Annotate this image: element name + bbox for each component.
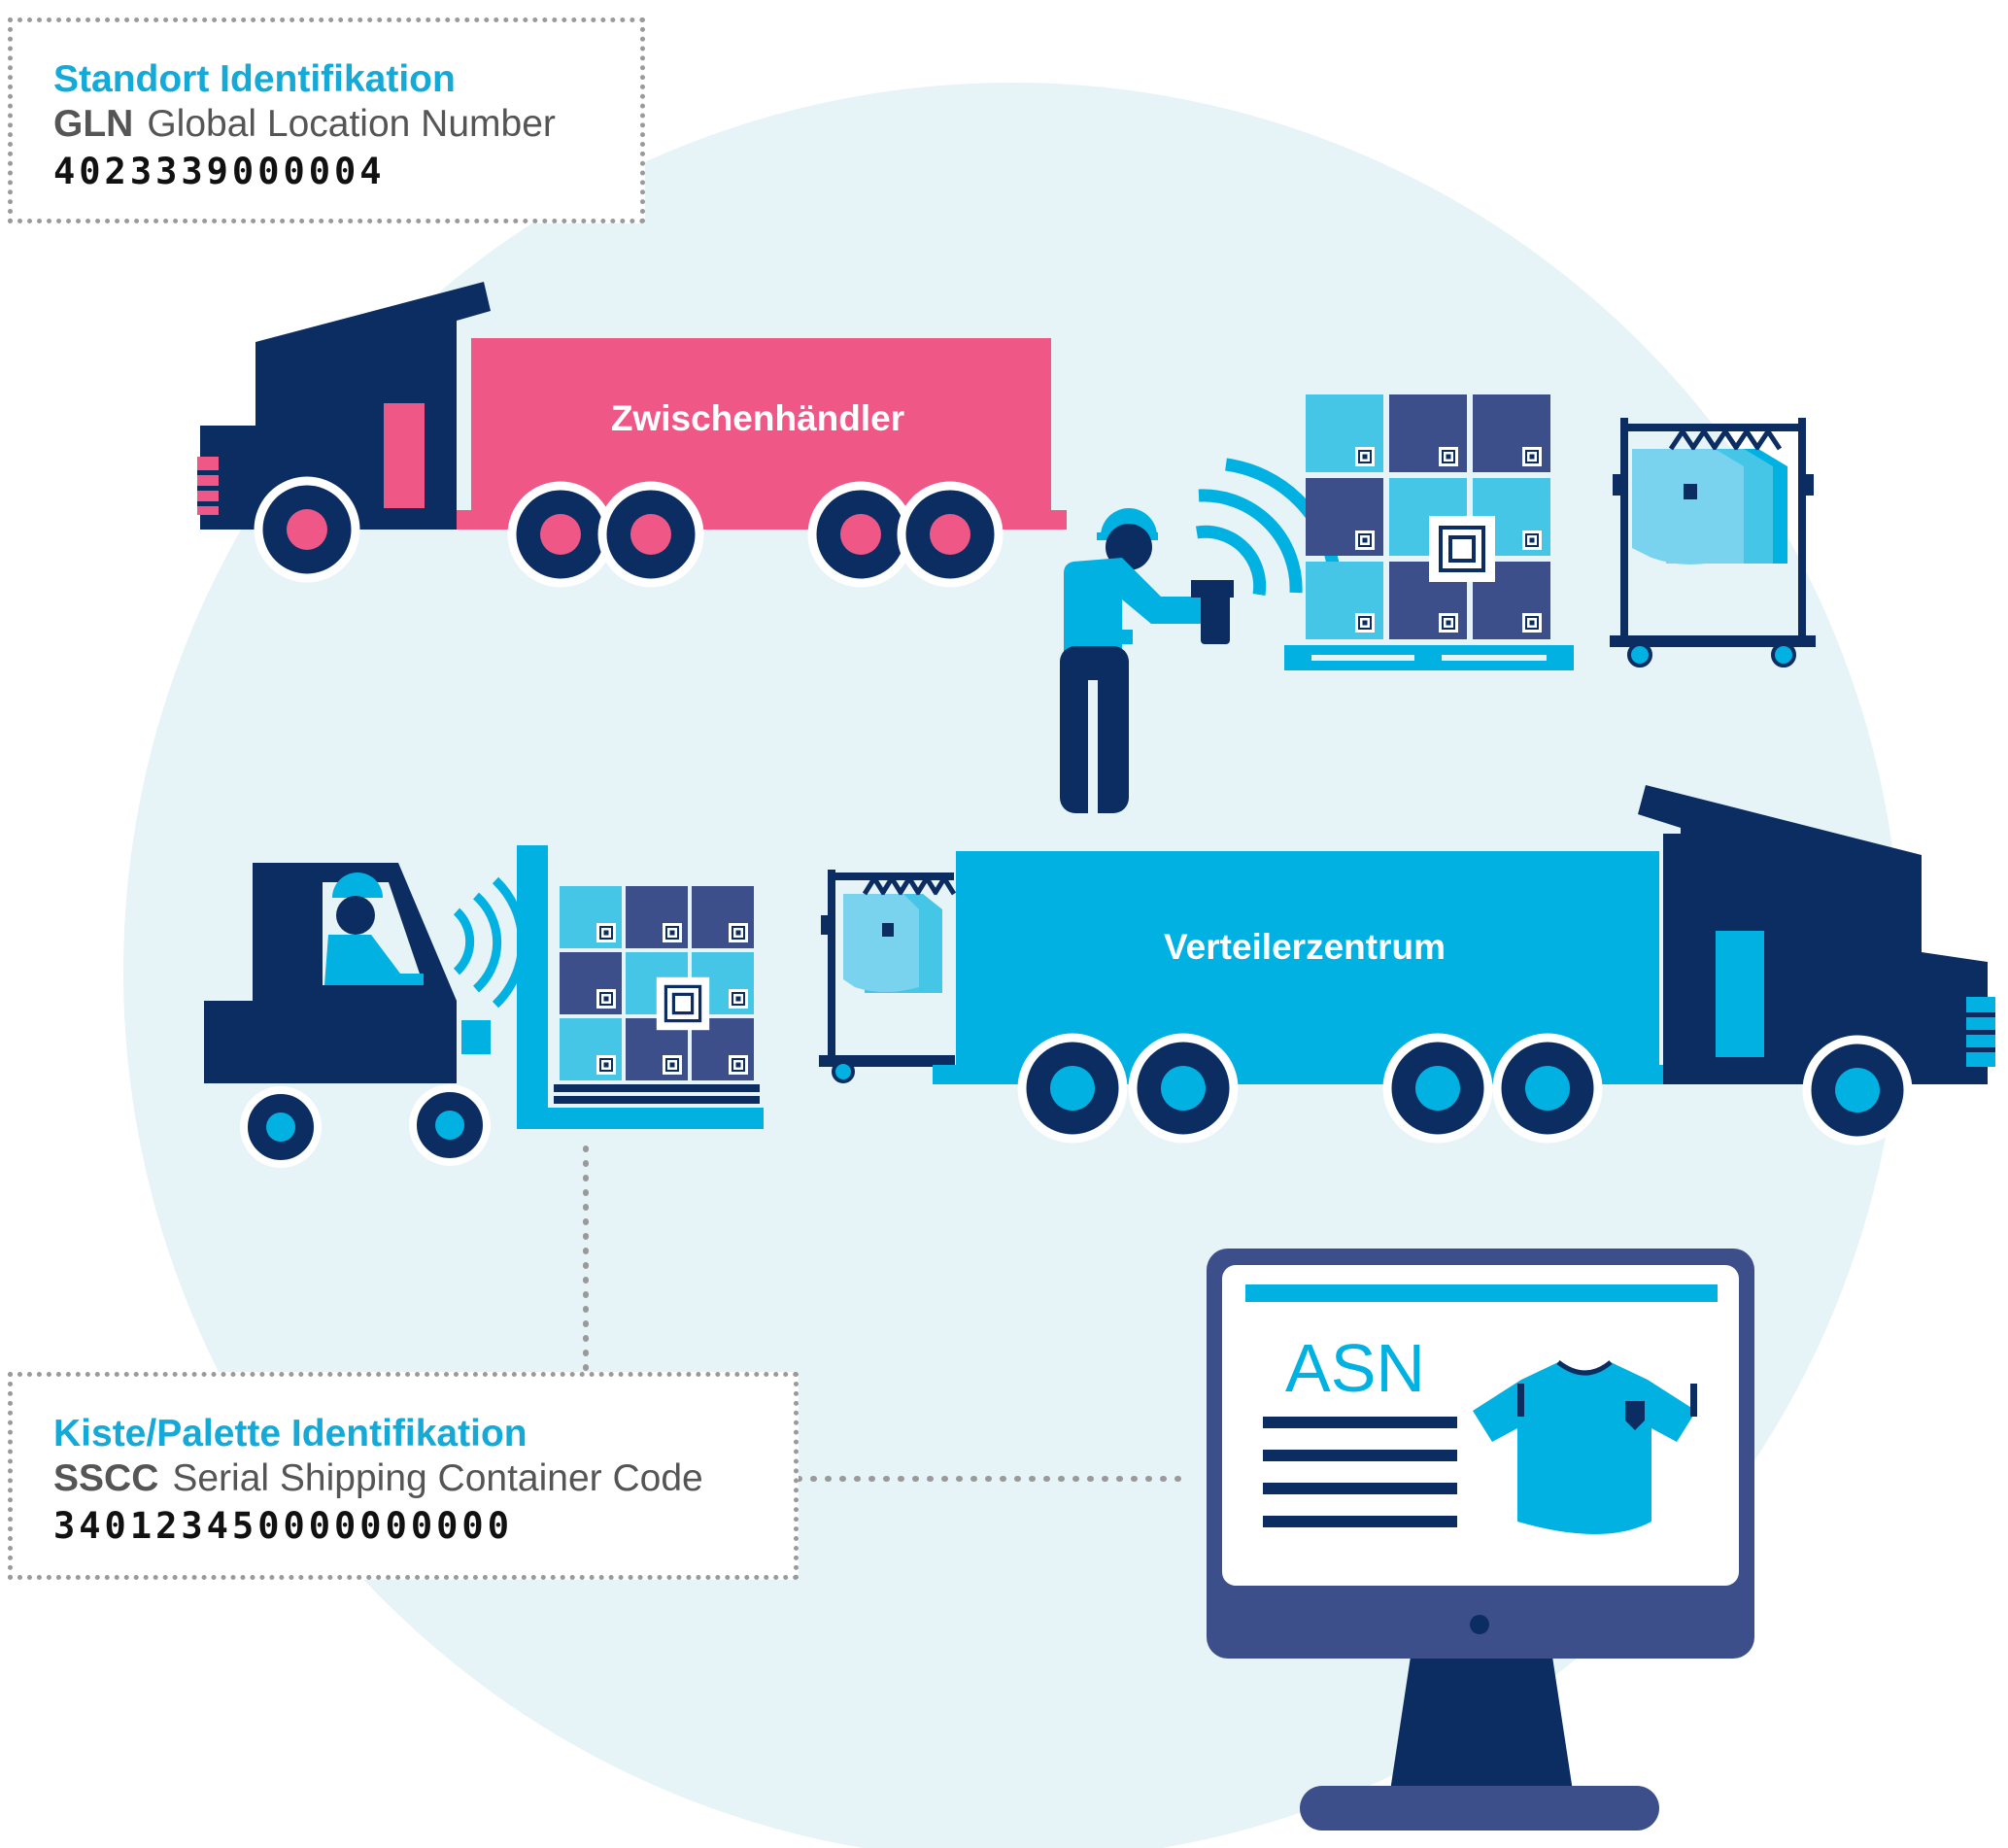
truck-label-verteilerzentrum: Verteilerzentrum <box>1164 927 1446 967</box>
tshirt-icon <box>1473 1359 1697 1534</box>
truck-icon: Verteilerzentrum <box>933 785 1995 1146</box>
pallet-icon <box>1284 394 1574 670</box>
sscc-number: 340123450000000000 <box>53 1505 513 1547</box>
worker-scanner-icon <box>1060 458 1342 813</box>
container-box-description: SSCC Serial Shipping Container Code <box>53 1456 755 1501</box>
gln-description: Global Location Number <box>147 103 556 145</box>
monitor-icon: ASN <box>1207 1249 1754 1831</box>
truck-icon: Zwischenhändler <box>197 282 1067 588</box>
location-box-title: Standort Identifikation <box>53 58 456 100</box>
sscc-description: Serial Shipping Container Code <box>172 1457 703 1499</box>
location-identification-box: Standort Identifikation GLN Global Locati… <box>8 17 645 223</box>
dotted-connector <box>583 1146 1186 1482</box>
sscc-abbreviation: SSCC <box>53 1457 159 1499</box>
asn-label: ASN <box>1285 1330 1425 1406</box>
forklift-icon <box>204 845 764 1168</box>
clothes-rack-icon <box>1610 418 1816 667</box>
gln-number: 4023339000004 <box>53 151 386 192</box>
container-identification-box: Kiste/Palette Identifikation SSCC Serial … <box>8 1372 799 1580</box>
container-box-title: Kiste/Palette Identifikation <box>53 1413 528 1454</box>
gln-abbreviation: GLN <box>53 103 134 145</box>
clothes-rack-icon <box>819 870 957 1083</box>
truck-label-zwischenhaendler: Zwischenhändler <box>611 398 904 438</box>
location-box-description: GLN Global Location Number <box>53 102 601 147</box>
